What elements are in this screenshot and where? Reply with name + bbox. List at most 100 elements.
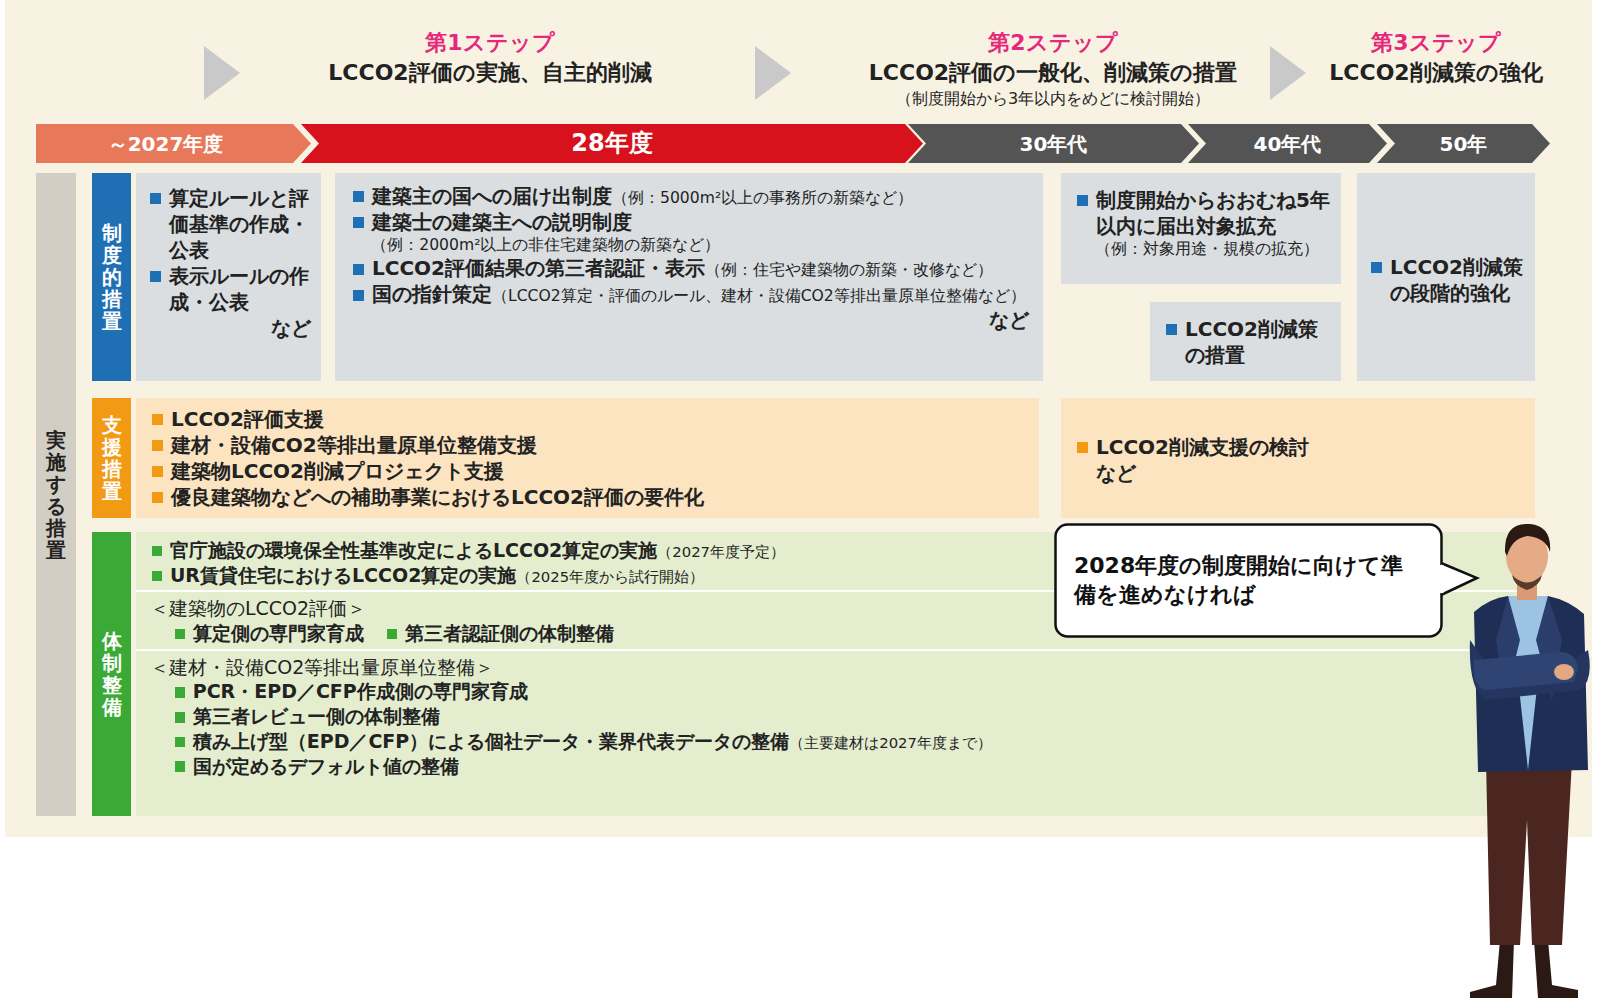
note-text: （例：住宅や建築物の新築・改修など）: [705, 261, 993, 279]
speech-bubble: 2028年度の制度開始に向けて準備を進めなければ: [1054, 523, 1443, 638]
step-arrow: [755, 46, 791, 100]
category-label: 支援措置: [92, 398, 131, 518]
item-text: 算定側の専門家育成: [193, 622, 364, 644]
text-group: 制度的措置: [102, 222, 122, 332]
item-text: LCCO2削減策の措置: [1185, 317, 1318, 367]
text-line: 算定ルールと評価基準の作成・公表: [148, 185, 311, 263]
bubble-tail: [1441, 563, 1477, 595]
item-text: 第三者レビュー側の体制整備: [193, 705, 440, 727]
step-title: LCCO2削減策の強化: [1286, 58, 1586, 88]
text-line: 建築主の国への届け出制度（例：5000m²以上の事務所の新築など）: [351, 183, 1029, 209]
bullet-square: [387, 629, 397, 639]
text-line: 算定側の専門家育成 第三者認証側の体制整備: [173, 621, 1035, 646]
bullet-square: [150, 193, 161, 204]
side-band: 実施する措置: [36, 173, 76, 816]
step-number: 第3ステップ: [1296, 28, 1576, 58]
node-text: ～2027年度: [108, 131, 224, 157]
text-group: LCCO2削減支援の検討など: [1075, 434, 1521, 486]
note-text: （例：対象用途・規模の拡充）: [1075, 239, 1331, 259]
vertical-text: 実施する措置: [46, 429, 66, 561]
item-text: LCCO2評価支援: [171, 407, 324, 431]
text-line: PCR・EPD／CFP作成側の専門家育成: [173, 679, 1035, 704]
note-text: （主要建材は2027年度まで）: [789, 734, 992, 751]
bullet-square: [152, 440, 163, 451]
text-line: 第三者レビュー側の体制整備: [173, 704, 1035, 729]
support-box: LCCO2削減支援の検討など: [1061, 398, 1535, 518]
text-line: 国の指針策定（LCCO2算定・評価のルール、建材・設備CO2等排出量原単位整備な…: [351, 281, 1029, 307]
text-group: ～2027年度: [108, 131, 224, 157]
item-text: LCCO2評価結果の第三者認証・表示: [372, 256, 705, 280]
text-group: 2028年度の制度開始に向けて準備を進めなければ: [1074, 552, 1423, 609]
category-label: 制度的措置: [92, 173, 131, 381]
etc-text: など: [351, 307, 1029, 333]
note-text: （例：5000m²以上の事務所の新築など）: [612, 189, 913, 207]
bullet-square: [175, 687, 185, 697]
step-arrow: [204, 46, 240, 100]
bullet-square: [353, 217, 364, 228]
item-text: UR賃貸住宅におけるLCCO2算定の実施: [170, 564, 516, 586]
text-group: 支援措置: [102, 414, 122, 502]
node-text: 2028年度の制度開始に向けて準備を進めなければ: [1074, 552, 1423, 609]
text-line: 建築士の建築主への説明制度: [351, 209, 1029, 235]
text-group: LCCO2削減策の段階的強化: [1369, 254, 1527, 306]
item-text: PCR・EPD／CFP作成側の専門家育成: [193, 680, 528, 702]
text-line: UR賃貸住宅におけるLCCO2算定の実施（2025年度から試行開始）: [150, 563, 1035, 588]
measure-box: 算定ルールと評価基準の作成・公表表示ルールの作成・公表など: [136, 173, 321, 381]
bullet-square: [175, 712, 185, 722]
timeline-chevron: 28年度: [301, 124, 923, 163]
step-title: LCCO2評価の一般化、削減策の措置: [833, 58, 1273, 88]
bullet-square: [150, 271, 161, 282]
text-line: 積み上げ型（EPD／CFP）による個社データ・業界代表データの整備（主要建材は2…: [173, 729, 1035, 754]
etc-text: など: [148, 315, 311, 341]
category-label: 体制整備: [92, 532, 131, 816]
node-text: 30年代: [1020, 131, 1088, 157]
item-text: 国の指針策定: [372, 282, 492, 306]
step-title: LCCO2評価の実施、自主的削減: [270, 58, 710, 88]
bullet-square: [353, 290, 364, 301]
text-group: 官庁施設の環境保全性基準改定によるLCCO2算定の実施（2027年度予定）UR賃…: [150, 538, 1035, 778]
text-group: 建築主の国への届け出制度（例：5000m²以上の事務所の新築など）建築士の建築主…: [351, 183, 1029, 333]
bullet-square: [152, 546, 162, 556]
step-note: （制度開始から3年以内をめどに検討開始）: [853, 89, 1253, 110]
item-text: LCCO2削減策の段階的強化: [1390, 255, 1523, 305]
item-text: 優良建築物などへの補助事業におけるLCCO2評価の要件化: [171, 485, 704, 509]
text-line: LCCO2削減支援の検討: [1075, 434, 1521, 460]
section-divider: [136, 649, 1535, 651]
step-number: 第2ステップ: [853, 28, 1253, 58]
text-line: 建築物LCCO2削減プロジェクト支援: [150, 458, 1025, 484]
timeline-chevron: 30年代: [908, 124, 1199, 163]
text-group: LCCO2評価支援建材・設備CO2等排出量原単位整備支援建築物LCCO2削減プロ…: [150, 406, 1025, 510]
note-text: （例：2000m²以上の非住宅建築物の新築など）: [351, 235, 1029, 255]
item-text: LCCO2削減支援の検討: [1096, 435, 1309, 459]
section-heading: ＜建築物のLCCO2評価＞: [150, 596, 1035, 621]
measure-box: LCCO2削減策の措置: [1150, 302, 1341, 381]
item-text: 建築主の国への届け出制度: [372, 184, 612, 208]
note-text: （2027年度予定）: [657, 543, 785, 560]
text-line: LCCO2削減策の措置: [1164, 316, 1331, 368]
timeline-chevron: ～2027年度: [36, 124, 311, 163]
node-text: 28年度: [571, 128, 652, 159]
text-line: LCCO2削減策の段階的強化: [1369, 254, 1527, 306]
measure-box: 建築主の国への届け出制度（例：5000m²以上の事務所の新築など）建築士の建築主…: [335, 173, 1043, 381]
node-text: 40年代: [1254, 131, 1322, 157]
measure-box: 制度開始からおおむね5年以内に届出対象拡充（例：対象用途・規模の拡充）: [1061, 173, 1341, 284]
support-box: LCCO2評価支援建材・設備CO2等排出量原単位整備支援建築物LCCO2削減プロ…: [136, 398, 1039, 518]
text-line: LCCO2評価支援: [150, 406, 1025, 432]
node-text: 50年: [1440, 131, 1488, 157]
text-group: 算定ルールと評価基準の作成・公表表示ルールの作成・公表など: [148, 185, 311, 341]
item-text: 官庁施設の環境保全性基準改定によるLCCO2算定の実施: [170, 539, 657, 561]
bullet-square: [1077, 195, 1088, 206]
bubble-joint: [1440, 565, 1444, 593]
bubble-body: [1056, 525, 1442, 637]
text-line: 優良建築物などへの補助事業におけるLCCO2評価の要件化: [150, 484, 1025, 510]
text-group: LCCO2削減策の措置: [1164, 316, 1331, 368]
bullet-square: [175, 761, 185, 771]
bullet-square: [175, 629, 185, 639]
bullet-square: [353, 264, 364, 275]
item-text: 第三者認証側の体制整備: [405, 622, 614, 644]
bullet-square: [1077, 442, 1088, 453]
vertical-text: 支援措置: [102, 414, 122, 502]
text-line: 官庁施設の環境保全性基準改定によるLCCO2算定の実施（2027年度予定）: [150, 538, 1035, 563]
text-line: 表示ルールの作成・公表: [148, 263, 311, 315]
text-group: 28年度: [571, 128, 652, 159]
